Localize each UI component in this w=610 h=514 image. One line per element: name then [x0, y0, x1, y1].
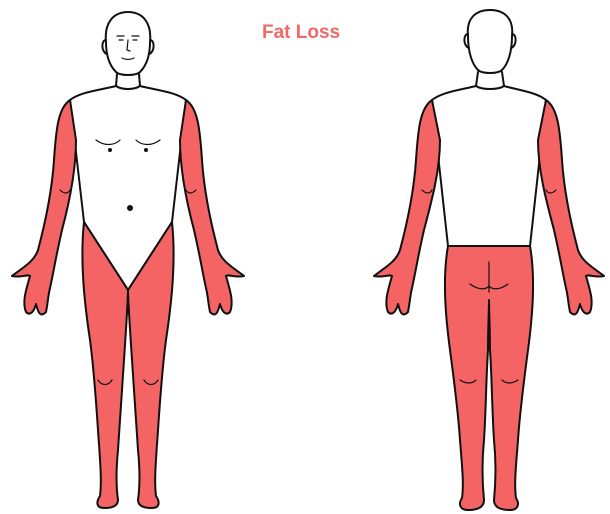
front-nipple-right — [144, 148, 148, 152]
back-view — [374, 10, 604, 510]
front-arm-right — [180, 100, 244, 314]
back-arm-left — [374, 100, 440, 314]
front-nipple-left — [108, 148, 112, 152]
back-torso — [432, 86, 546, 246]
front-navel — [127, 205, 133, 211]
front-arm-left — [12, 100, 76, 314]
back-neck — [476, 72, 504, 86]
front-view — [12, 12, 244, 508]
back-arm-right — [538, 100, 604, 314]
back-head — [468, 10, 513, 73]
